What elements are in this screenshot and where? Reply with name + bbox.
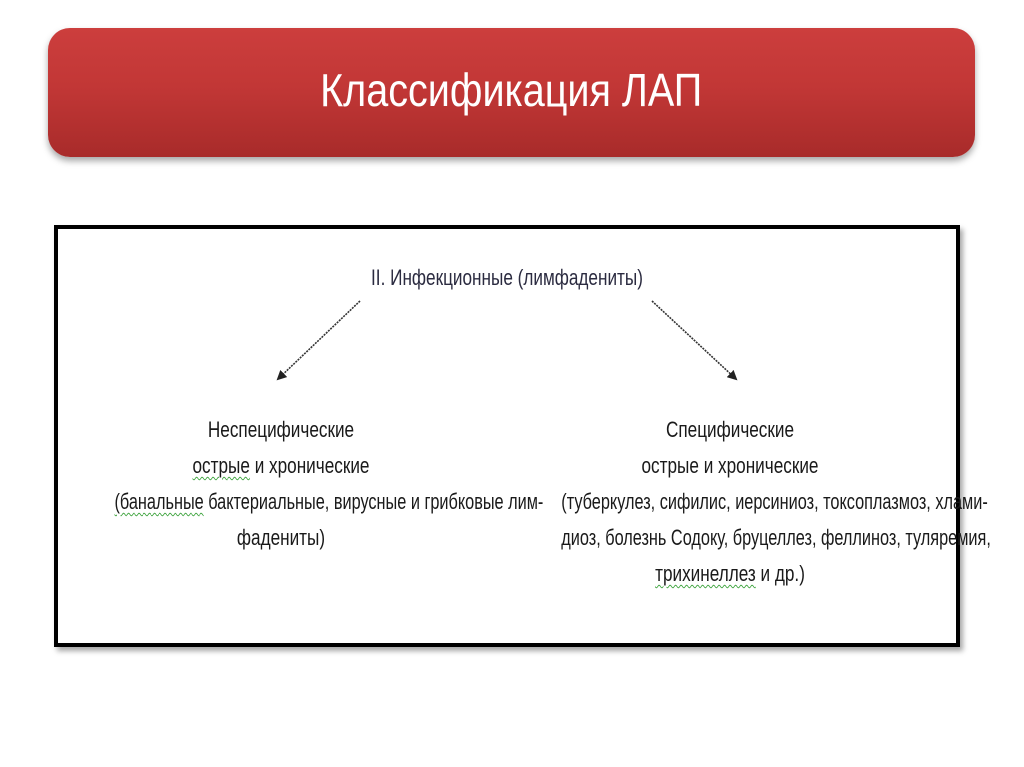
root-node: II. Инфекционные (лимфадениты) <box>58 265 956 291</box>
branch-specific: Специфические острые и хронические (тубе… <box>502 412 991 592</box>
specific-details-rest: и др.) <box>755 561 805 586</box>
arrow-to-specific-icon <box>651 300 738 381</box>
nonspecific-details-line1: (банальные бактериальные, вирусные и гри… <box>114 484 544 520</box>
slide-title: Классификация ЛАП <box>320 63 703 116</box>
nonspecific-subtitle-word1: острые <box>192 453 250 478</box>
specific-title: Специфические <box>665 417 795 442</box>
nonspecific-details-rest: бактериальные, вирусные и грибковые лим- <box>203 489 544 514</box>
root-node-label: II. Инфекционные (лимфадениты) <box>371 265 643 290</box>
arrow-to-nonspecific-icon <box>276 300 361 381</box>
nonspecific-details-line2: фадениты) <box>236 525 326 550</box>
nonspecific-details-word1: (банальные <box>114 489 204 514</box>
specific-details-line2: диоз, болезнь Содоку, бруцеллез, феллино… <box>561 525 991 550</box>
title-banner: Классификация ЛАП <box>48 28 975 157</box>
specific-details-word1: трихинеллез <box>655 561 756 586</box>
specific-subtitle: острые и хронические <box>641 453 819 478</box>
classification-diagram-box: II. Инфекционные (лимфадениты) Неспецифи… <box>54 225 991 647</box>
nonspecific-subtitle-rest: и хронические <box>249 453 370 478</box>
branch-nonspecific: Неспецифические острые и хронические (ба… <box>56 412 544 556</box>
nonspecific-title: Неспецифические <box>207 417 355 442</box>
specific-details-line3: трихинеллез и др.) <box>552 556 908 592</box>
nonspecific-subtitle: острые и хронические <box>106 448 457 484</box>
specific-details-line1: (туберкулез, сифилис, иерсиниоз, токсопл… <box>561 489 988 514</box>
